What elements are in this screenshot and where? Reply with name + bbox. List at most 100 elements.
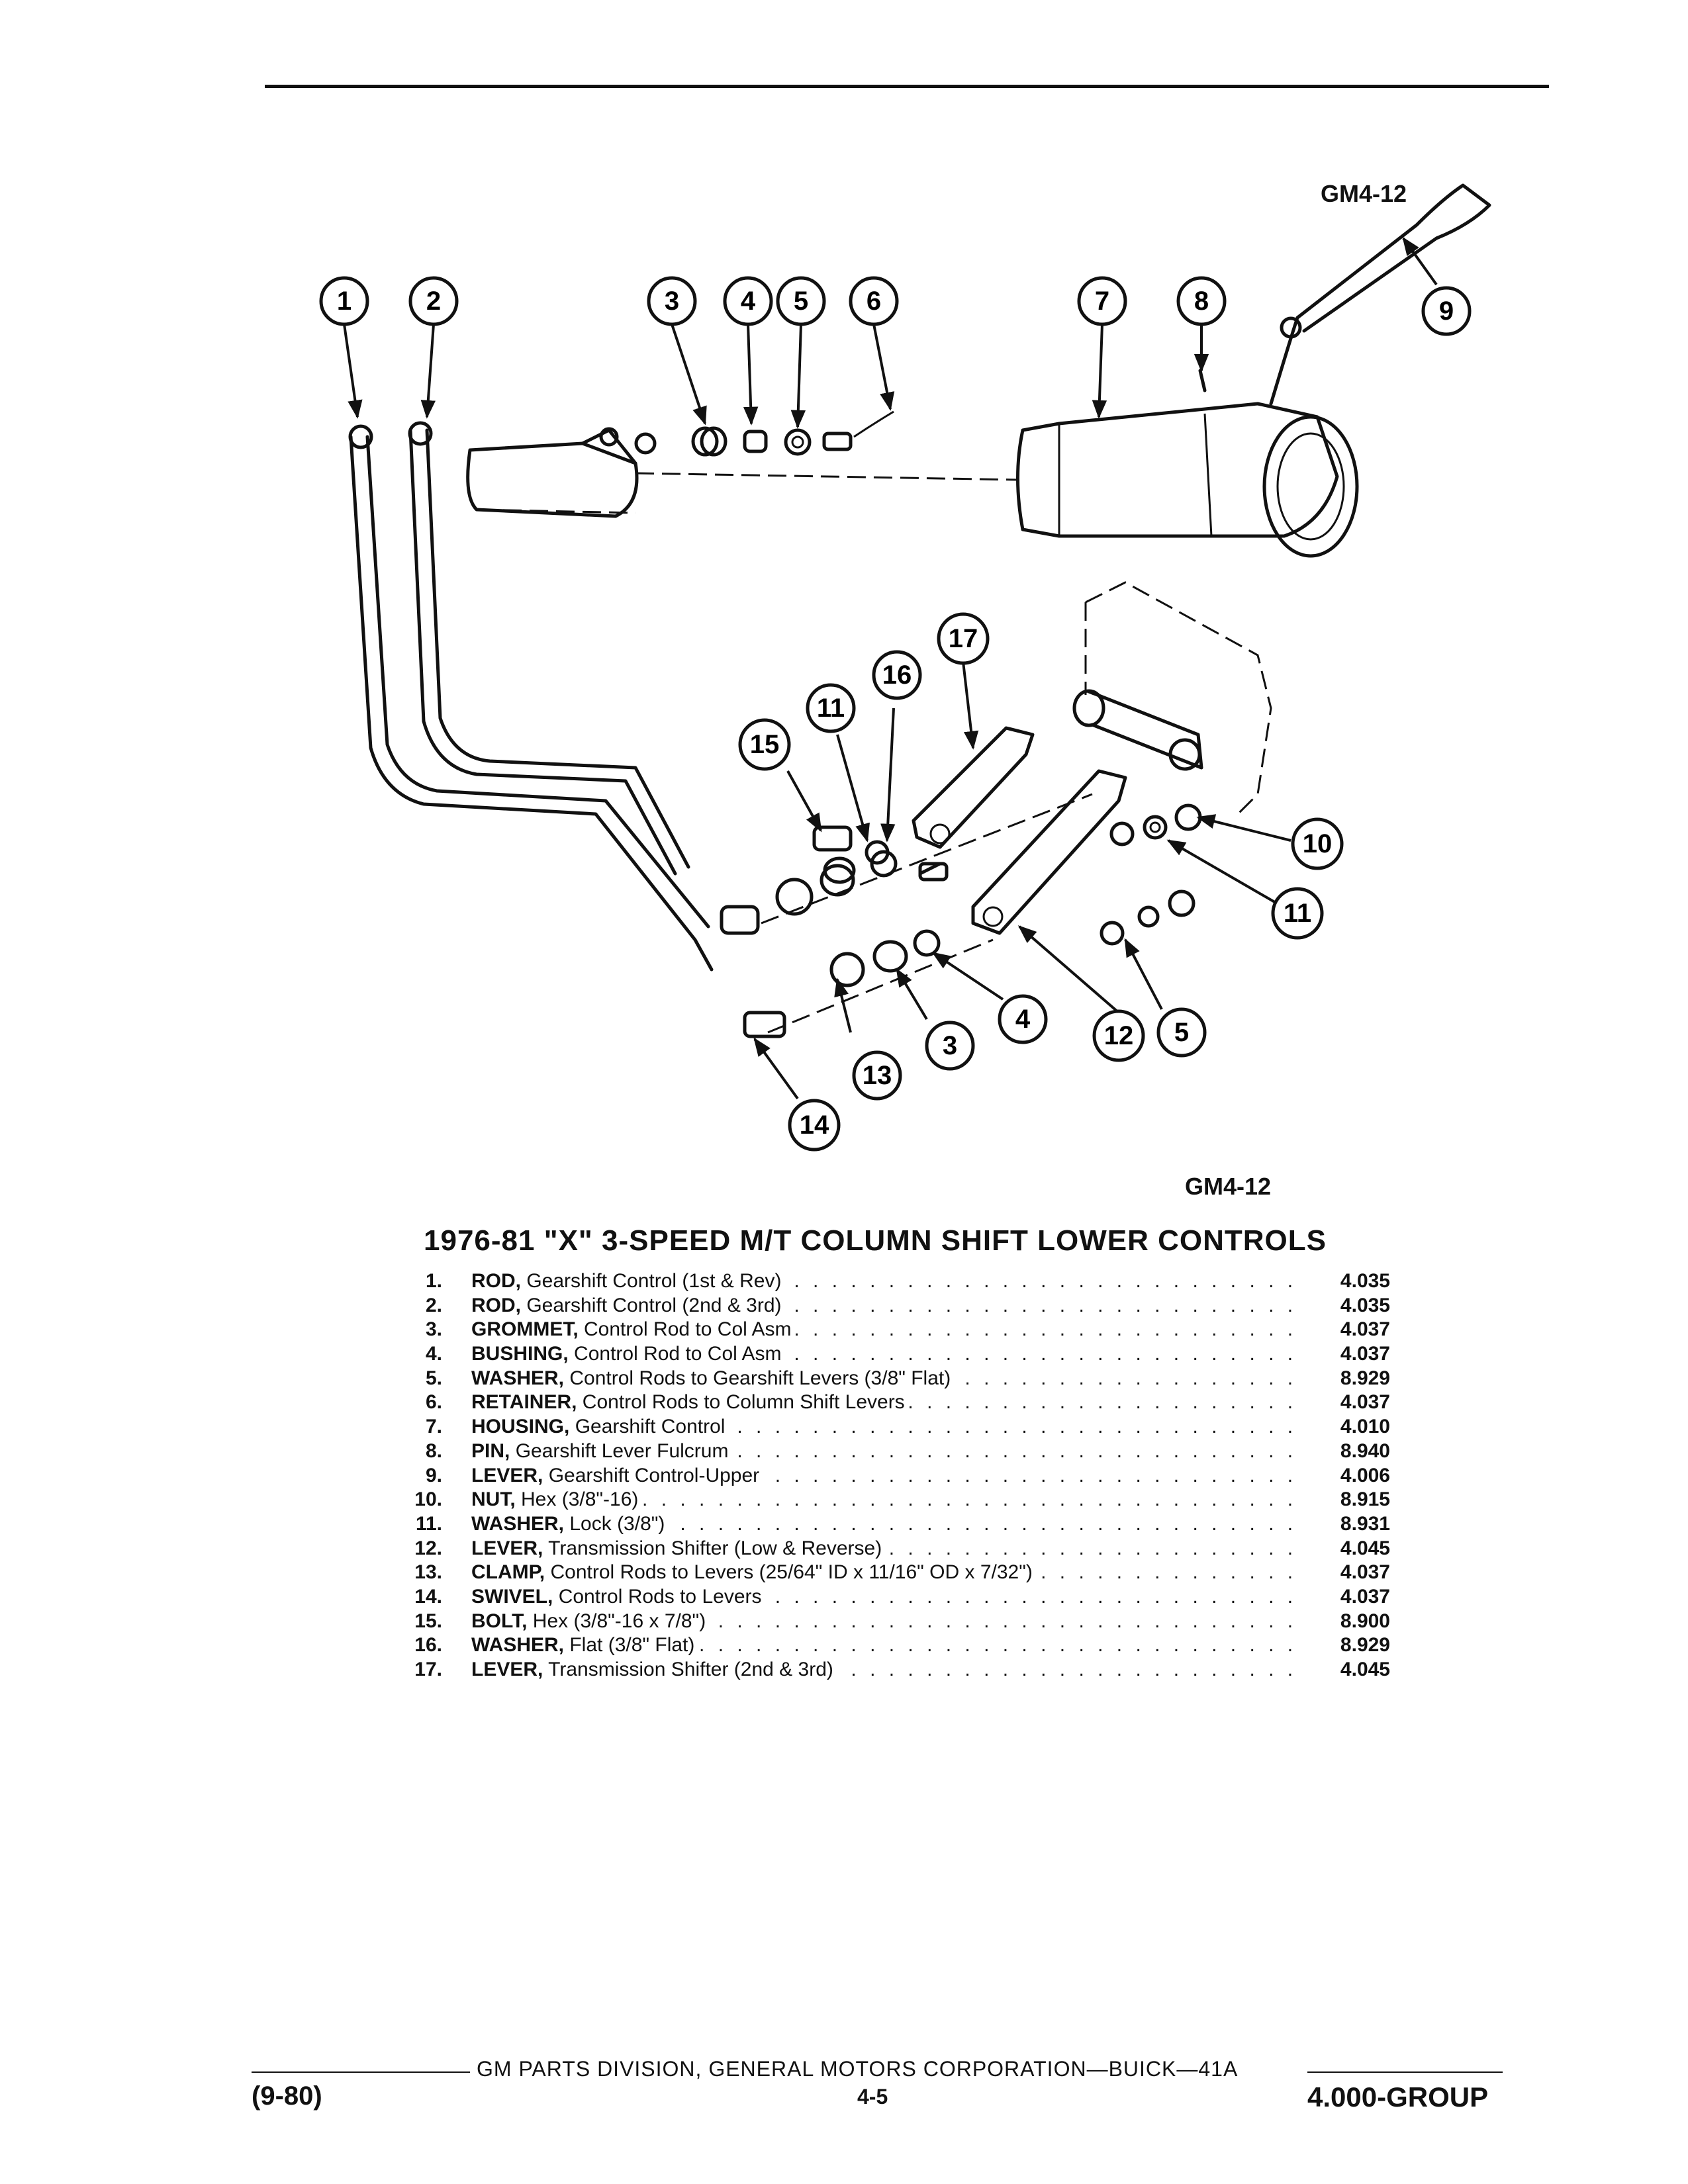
part-number: 8.	[425, 1439, 442, 1462]
callout-12: 12	[1092, 1009, 1145, 1062]
group-code: 4.006	[1304, 1463, 1390, 1488]
svg-text:4: 4	[1015, 1005, 1031, 1034]
gearshift-lever-upper	[1269, 183, 1491, 406]
footer-date: (9-80)	[252, 2081, 322, 2111]
part-number: 10.	[414, 1488, 442, 1511]
callout-3: 3	[647, 276, 697, 326]
svg-text:10: 10	[1303, 829, 1333, 858]
parts-list-row: 13.. . . . . . . . . . . . . . . . . . .…	[397, 1561, 1390, 1585]
part-name: ROD,	[471, 1294, 521, 1316]
part-description: Gearshift Lever Fulcrum	[515, 1439, 729, 1462]
rod-2-end	[408, 421, 433, 446]
part-name: BOLT,	[471, 1610, 528, 1632]
callout-16: 16	[872, 650, 922, 700]
part-number: 17.	[414, 1659, 442, 1680]
part-name: WASHER,	[471, 1634, 565, 1657]
part-number: 9.	[425, 1464, 442, 1486]
svg-text:2: 2	[426, 287, 441, 316]
part-name: WASHER,	[471, 1512, 565, 1535]
svg-text:1: 1	[337, 287, 352, 316]
column-lower-section	[466, 427, 657, 518]
footer-rule-left	[252, 2071, 470, 2073]
callout-13: 13	[852, 1050, 902, 1101]
part-description: Transmission Shifter (Low & Reverse)	[548, 1537, 882, 1559]
svg-text:6: 6	[867, 287, 881, 316]
callout-11-right: 11	[1271, 887, 1324, 940]
part-number: 15.	[414, 1610, 442, 1632]
parts-list-row: 8.. . . . . . . . . . . . . . . . . . . …	[397, 1439, 1390, 1464]
lever-fasteners	[1100, 803, 1202, 946]
part-name: WASHER,	[471, 1367, 565, 1389]
parts-list-row: 16.. . . . . . . . . . . . . . . . . . .…	[397, 1633, 1390, 1659]
callout-3-lower: 3	[925, 1021, 975, 1071]
callout-8: 8	[1176, 276, 1227, 326]
group-code: 8.929	[1304, 1633, 1390, 1659]
part-description: Control Rods to Levers	[558, 1585, 762, 1608]
svg-text:16: 16	[882, 660, 912, 690]
callout-14: 14	[788, 1099, 841, 1152]
group-code: 4.037	[1304, 1318, 1390, 1343]
part-number: 5.	[425, 1367, 442, 1389]
part-description: Control Rod to Col Asm	[584, 1318, 792, 1341]
group-code: 4.035	[1304, 1293, 1390, 1318]
part-name: LEVER,	[471, 1659, 543, 1680]
group-code: 4.037	[1304, 1342, 1390, 1367]
part-name: CLAMP,	[471, 1561, 545, 1584]
callout-15: 15	[738, 718, 791, 771]
svg-text:5: 5	[1174, 1018, 1189, 1047]
parts-list-row: 11.. . . . . . . . . . . . . . . . . . .…	[397, 1512, 1390, 1537]
part-number: 1.	[425, 1270, 442, 1292]
leader-arrows	[343, 236, 1438, 1100]
group-code: 8.940	[1304, 1439, 1390, 1464]
svg-text:4: 4	[741, 287, 756, 316]
part-number: 16.	[414, 1634, 442, 1657]
callout-4-lower: 4	[998, 994, 1048, 1044]
parts-list-row: 2.. . . . . . . . . . . . . . . . . . . …	[397, 1293, 1390, 1318]
centerline-column	[635, 472, 1020, 481]
svg-text:8: 8	[1194, 287, 1209, 316]
callout-6: 6	[849, 276, 899, 326]
parts-list-row: 1.. . . . . . . . . . . . . . . . . . . …	[397, 1269, 1390, 1294]
svg-text:11: 11	[1284, 899, 1311, 928]
parts-list-title: 1976-81 "X" 3-SPEED M/T COLUMN SHIFT LOW…	[424, 1224, 1327, 1257]
parts-list-row: 17.. . . . . . . . . . . . . . . . . . .…	[397, 1658, 1390, 1682]
group-code: 4.045	[1304, 1658, 1390, 1682]
part-description: Control Rods to Gearshift Levers (3/8" F…	[569, 1367, 951, 1389]
gearshift-housing	[1016, 402, 1359, 558]
svg-text:11: 11	[817, 694, 845, 723]
svg-text:15: 15	[750, 730, 780, 759]
group-code: 4.037	[1304, 1561, 1390, 1585]
footer-group: 4.000-GROUP	[1307, 2081, 1489, 2113]
callout-7: 7	[1077, 276, 1127, 326]
parts-list-row: 14.. . . . . . . . . . . . . . . . . . .…	[397, 1584, 1390, 1610]
rod-1-end	[348, 424, 373, 449]
part-description: Hex (3/8"-16)	[521, 1488, 639, 1511]
top-rule	[265, 85, 1549, 88]
svg-text:9: 9	[1439, 296, 1454, 326]
part-number: 13.	[414, 1561, 442, 1584]
transmission-outline	[1072, 581, 1272, 815]
part-name: ROD,	[471, 1270, 521, 1292]
part-description: Gearshift Control	[575, 1416, 726, 1438]
exploded-parts-diagram: 1 2 3 4 5 6 7 8 9 10 11 12 13 14 15 11 1…	[319, 183, 1491, 1152]
part-description: Flat (3/8" Flat)	[569, 1634, 695, 1657]
svg-text:13: 13	[863, 1061, 892, 1090]
part-number: 12.	[414, 1537, 442, 1559]
part-number: 14.	[414, 1585, 442, 1608]
control-rod-2	[408, 428, 690, 876]
callout-17: 17	[937, 612, 990, 665]
part-name: RETAINER,	[471, 1391, 577, 1414]
svg-text:5: 5	[794, 287, 808, 316]
figure-code-top: GM4-12	[1321, 180, 1407, 207]
group-code: 8.929	[1304, 1366, 1390, 1391]
group-code: 8.900	[1304, 1609, 1390, 1634]
part-name: BUSHING,	[471, 1343, 569, 1365]
part-name: LEVER,	[471, 1464, 543, 1486]
callout-10: 10	[1291, 817, 1344, 870]
svg-text:3: 3	[665, 287, 679, 316]
group-code: 4.010	[1304, 1415, 1390, 1439]
part-description: Gearshift Control (1st & Rev)	[526, 1270, 782, 1292]
parts-list-row: 10.. . . . . . . . . . . . . . . . . . .…	[397, 1488, 1390, 1512]
part-name: LEVER,	[471, 1537, 543, 1559]
callout-1: 1	[319, 276, 369, 326]
